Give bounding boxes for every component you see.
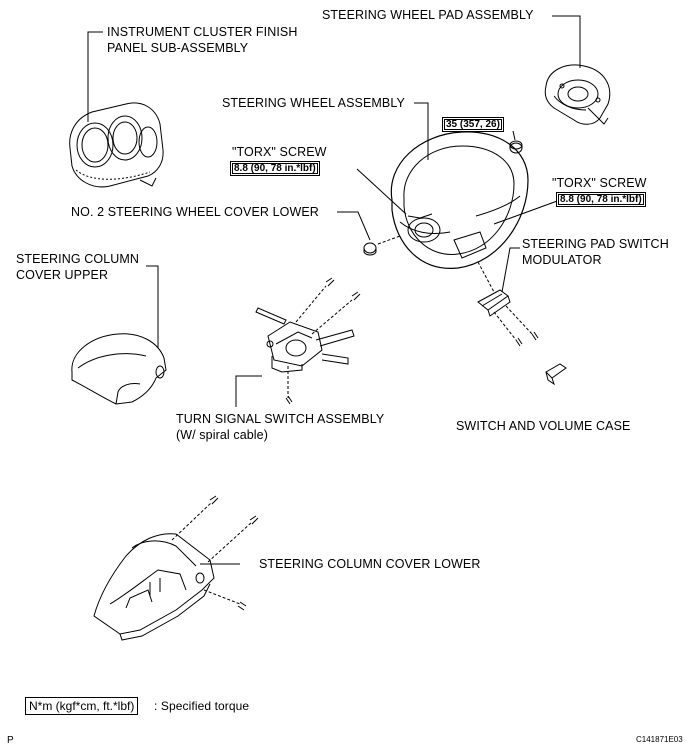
instrument-cluster-finish-panel-part (69, 102, 164, 188)
torque-box-torx-right: 8.8 (90, 78 in.*lbf) (556, 192, 646, 207)
label-column-cover-upper-line2: COVER UPPER (16, 268, 109, 282)
switch-volume-case-part (545, 363, 567, 386)
label-pad-switch-line2: MODULATOR (522, 253, 602, 267)
pad-switch-screws (515, 331, 539, 347)
steering-column-cover-upper-part (71, 333, 167, 405)
label-column-cover-lower: STEERING COLUMN COVER LOWER (259, 557, 481, 571)
steering-column-cover-lower-part (93, 533, 215, 641)
torque-value-torx-left: 8.8 (90, 78 in.*lbf) (234, 163, 316, 174)
leader-column-cover-upper (146, 265, 159, 348)
steering-wheel-part (390, 131, 529, 269)
torque-box-torx-left: 8.8 (90, 78 in.*lbf) (230, 161, 320, 176)
label-instrument-cluster-line1: INSTRUMENT CLUSTER FINISH (107, 25, 298, 39)
dash-cl-screw-1 (171, 501, 213, 541)
turn-signal-switch-part (255, 307, 355, 373)
legend-description: : Specified torque (154, 699, 250, 713)
column-cover-lower-screws (209, 495, 259, 611)
dash-pad-switch (477, 261, 495, 293)
leader-torx-left (356, 168, 407, 215)
steering-wheel-nut (509, 140, 523, 154)
dash-cl-screw-3 (203, 589, 241, 605)
label-switch-volume-case: SWITCH AND VOLUME CASE (456, 419, 631, 433)
legend-torque-unit-box: N*m (kgf*cm, ft.*lbf) (25, 697, 139, 715)
label-no2-wheel-cover-lower: NO. 2 STEERING WHEEL COVER LOWER (71, 205, 319, 219)
label-instrument-cluster-line2: PANEL SUB-ASSEMBLY (107, 41, 249, 55)
leader-turn-signal (235, 375, 262, 407)
label-turn-signal-line2: (W/ spiral cable) (176, 428, 268, 442)
label-pad-switch-line1: STEERING PAD SWITCH (522, 237, 669, 251)
label-column-cover-upper-line1: STEERING COLUMN (16, 252, 140, 266)
leader-torx-right (493, 199, 561, 225)
label-torx-screw-right: "TORX" SCREW (552, 176, 647, 190)
dash-ts-screw-1 (295, 285, 327, 323)
dash-pad-screw-2 (505, 305, 533, 335)
no2-wheel-cover-lower-part (363, 242, 377, 256)
leader-steering-wheel (414, 102, 429, 160)
leader-wheel-pad (552, 15, 581, 68)
label-turn-signal-line1: TURN SIGNAL SWITCH ASSEMBLY (176, 412, 385, 426)
torque-box-wheel-nut: 35 (357, 26) (442, 117, 504, 132)
torque-value-wheel-nut: 35 (357, 26) (446, 119, 500, 130)
leader-instrument-cluster (87, 31, 103, 122)
figure-code: C141871E03 (636, 735, 683, 744)
label-steering-wheel-pad: STEERING WHEEL PAD ASSEMBLY (322, 8, 534, 22)
leader-nut-torque (512, 130, 516, 141)
dash-no2-cover (377, 235, 401, 245)
steering-pad-switch-modulator-part (477, 289, 511, 317)
label-torx-screw-left: "TORX" SCREW (232, 145, 327, 159)
page-letter: P (7, 735, 14, 746)
torque-value-torx-right: 8.8 (90, 78 in.*lbf) (560, 194, 642, 205)
label-steering-wheel-assembly: STEERING WHEEL ASSEMBLY (222, 96, 405, 110)
turn-signal-screws (285, 277, 361, 405)
steering-wheel-pad-part (544, 64, 611, 125)
leader-pad-switch (501, 247, 520, 293)
dash-cl-screw-2 (207, 521, 253, 563)
dash-pad-screw-1 (493, 311, 517, 341)
dash-ts-screw-2 (311, 299, 353, 335)
leader-no2-cover (337, 211, 371, 241)
